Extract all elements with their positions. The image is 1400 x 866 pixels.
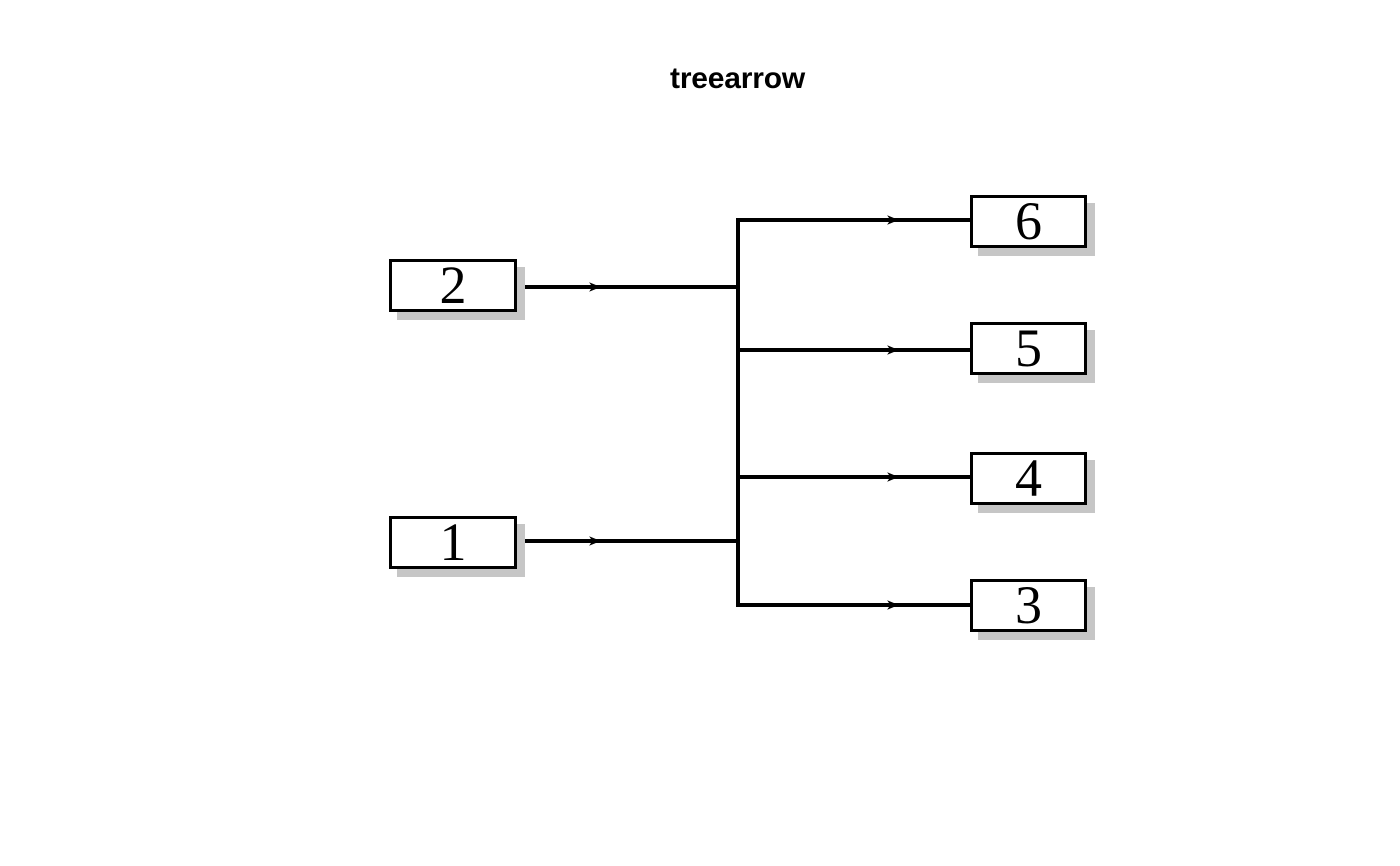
node-2-label: 2: [439, 254, 467, 315]
node-3-label: 3: [1015, 574, 1042, 635]
node-4[interactable]: 4: [970, 447, 1087, 508]
node-1-label: 1: [439, 511, 467, 572]
page-title: treearrow: [670, 62, 805, 95]
node-5[interactable]: 5: [970, 317, 1087, 378]
node-3[interactable]: 3: [970, 574, 1087, 635]
node-1[interactable]: 1: [389, 511, 517, 572]
node-6-label: 6: [1015, 190, 1042, 251]
node-2[interactable]: 2: [389, 254, 517, 315]
node-6[interactable]: 6: [970, 190, 1087, 251]
node-4-label: 4: [1015, 447, 1042, 508]
node-5-label: 5: [1015, 317, 1042, 378]
